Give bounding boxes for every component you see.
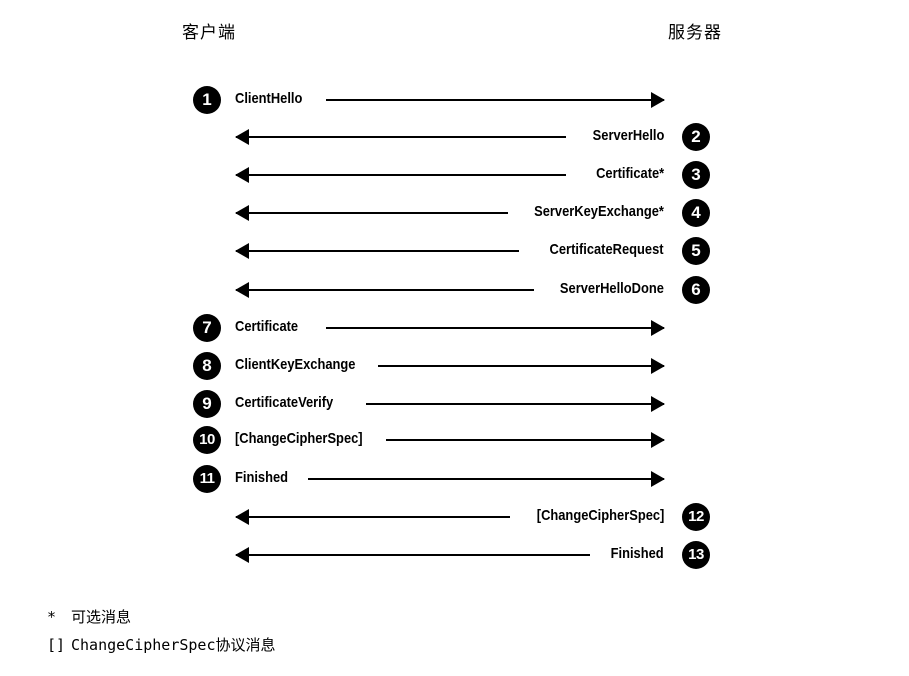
step-number-badge: 9: [193, 390, 221, 418]
step-number-badge: 11: [193, 465, 221, 493]
right-arrow: [308, 471, 665, 487]
message-label: Finished: [235, 469, 289, 486]
step-number-badge: 1: [193, 86, 221, 114]
left-arrow: [235, 547, 590, 563]
right-arrow: [386, 432, 665, 448]
message-label: CertificateVerify: [235, 394, 334, 411]
message-change-cipher-spec-server: 12 [ChangeCipherSpec]: [0, 502, 909, 532]
message-client-key-exchange: 8 ClientKeyExchange: [0, 351, 909, 381]
message-server-hello-done: 6 ServerHelloDone: [0, 275, 909, 305]
message-certificate-client: 7 Certificate: [0, 313, 909, 343]
note-text: 可选消息: [71, 608, 132, 626]
message-label: CertificateRequest: [550, 241, 664, 258]
message-label: [ChangeCipherSpec]: [536, 507, 664, 524]
legend-note-optional: * 可选消息: [47, 606, 131, 627]
message-certificate-request: 5 CertificateRequest: [0, 236, 909, 266]
message-label: Certificate: [235, 318, 299, 335]
message-change-cipher-spec-client: 10 [ChangeCipherSpec]: [0, 425, 909, 455]
step-number-badge: 10: [193, 426, 221, 454]
step-number-badge: 3: [682, 161, 710, 189]
message-finished-client: 11 Finished: [0, 464, 909, 494]
step-number-badge: 8: [193, 352, 221, 380]
client-endpoint-label: 客户端: [182, 23, 236, 43]
message-label: ServerKeyExchange*: [534, 203, 664, 220]
step-number-badge: 12: [682, 503, 710, 531]
left-arrow: [235, 243, 519, 259]
right-arrow: [326, 320, 665, 336]
message-label: ServerHello: [592, 127, 664, 144]
message-server-hello: 2 ServerHello: [0, 122, 909, 152]
message-label: Certificate*: [595, 165, 664, 182]
message-server-key-exchange: 4 ServerKeyExchange*: [0, 198, 909, 228]
step-number-badge: 5: [682, 237, 710, 265]
note-symbol: *: [47, 608, 57, 626]
left-arrow: [235, 129, 566, 145]
message-label: ServerHelloDone: [560, 280, 664, 297]
message-finished-server: 13 Finished: [0, 540, 909, 570]
note-text: ChangeCipherSpec协议消息: [71, 636, 276, 654]
left-arrow: [235, 282, 534, 298]
message-label: [ChangeCipherSpec]: [235, 430, 363, 447]
server-endpoint-label: 服务器: [668, 23, 722, 43]
step-number-badge: 7: [193, 314, 221, 342]
message-label: ClientKeyExchange: [235, 356, 356, 373]
message-label: ClientHello: [235, 90, 303, 107]
step-number-badge: 6: [682, 276, 710, 304]
right-arrow: [326, 92, 665, 108]
left-arrow: [235, 167, 566, 183]
message-label: Finished: [610, 545, 664, 562]
left-arrow: [235, 205, 508, 221]
note-symbol: []: [47, 636, 66, 654]
legend-note-change-cipher-spec: [] ChangeCipherSpec协议消息: [47, 634, 276, 655]
step-number-badge: 13: [682, 541, 710, 569]
step-number-badge: 2: [682, 123, 710, 151]
message-certificate-server: 3 Certificate*: [0, 160, 909, 190]
step-number-badge: 4: [682, 199, 710, 227]
message-client-hello: 1 ClientHello: [0, 85, 909, 115]
right-arrow: [378, 358, 665, 374]
left-arrow: [235, 509, 510, 525]
message-certificate-verify: 9 CertificateVerify: [0, 389, 909, 419]
right-arrow: [366, 396, 665, 412]
